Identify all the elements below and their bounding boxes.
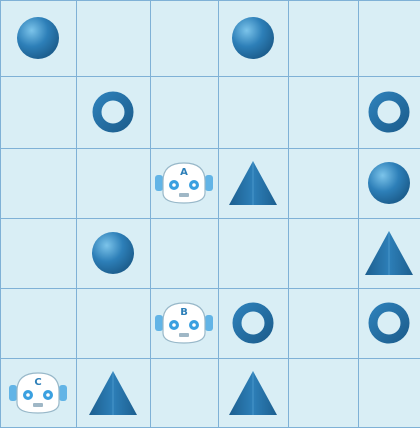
board-cell[interactable] — [218, 218, 289, 289]
board-cell[interactable] — [358, 358, 420, 428]
board-cell[interactable] — [150, 0, 219, 77]
sphere-piece[interactable] — [230, 15, 276, 61]
board-cell[interactable] — [288, 0, 359, 77]
ring-piece[interactable] — [230, 300, 276, 346]
board-cell[interactable] — [150, 358, 219, 428]
board-cell[interactable] — [218, 76, 289, 149]
triangle-piece[interactable] — [227, 159, 279, 207]
board-cell[interactable] — [288, 218, 359, 289]
board-cell[interactable] — [0, 148, 77, 219]
triangle-piece[interactable] — [227, 369, 279, 417]
sphere-piece[interactable] — [90, 230, 136, 276]
ring-piece[interactable] — [366, 89, 412, 135]
board-cell[interactable] — [288, 358, 359, 428]
svg-text:B: B — [180, 307, 188, 318]
robot-b[interactable]: B — [153, 299, 215, 347]
board-cell[interactable] — [358, 0, 420, 77]
sphere-piece[interactable] — [15, 15, 61, 61]
svg-text:C: C — [34, 377, 41, 388]
board-cell[interactable] — [0, 288, 77, 359]
board-cell[interactable] — [150, 76, 219, 149]
board-cell[interactable] — [0, 76, 77, 149]
svg-text:A: A — [180, 167, 188, 178]
sphere-piece[interactable] — [366, 160, 412, 206]
board-cell[interactable] — [288, 148, 359, 219]
ring-piece[interactable] — [366, 300, 412, 346]
ring-piece[interactable] — [90, 89, 136, 135]
triangle-piece[interactable] — [87, 369, 139, 417]
robot-c[interactable]: C — [7, 369, 69, 417]
board-cell[interactable] — [288, 288, 359, 359]
robot-a[interactable]: A — [153, 159, 215, 207]
board-cell[interactable] — [150, 218, 219, 289]
triangle-piece[interactable] — [363, 229, 415, 277]
board-cell[interactable] — [76, 0, 151, 77]
board-cell[interactable] — [76, 148, 151, 219]
board-cell[interactable] — [0, 218, 77, 289]
board-cell[interactable] — [76, 288, 151, 359]
board-cell[interactable] — [288, 76, 359, 149]
